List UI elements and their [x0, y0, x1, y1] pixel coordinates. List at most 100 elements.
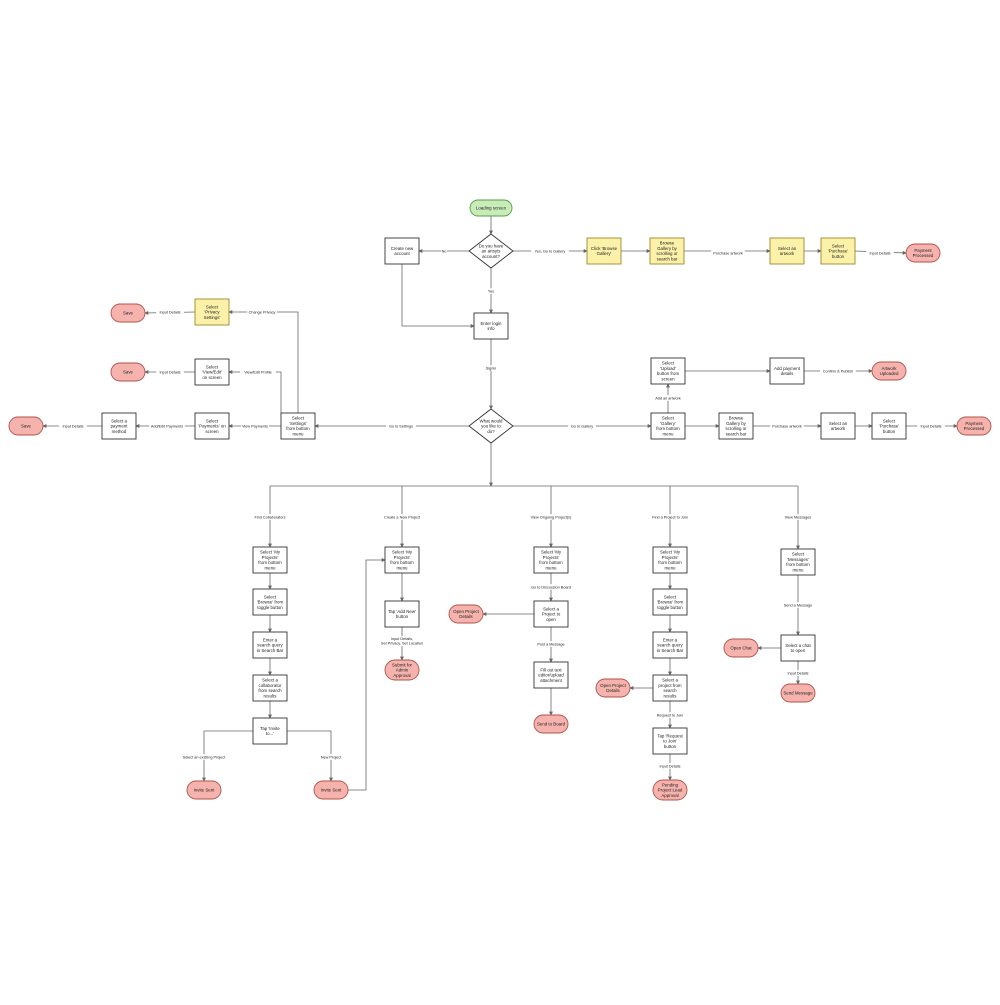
node-view-edit[interactable]: Select'View/Edit'on screen	[194, 358, 230, 386]
start-shape	[469, 199, 513, 217]
end-shape	[723, 638, 759, 658]
process-shape	[652, 546, 688, 574]
edge-label-signin: Signin	[484, 365, 498, 371]
edge-label-go-discussion: Go to Discussion Board	[528, 584, 574, 590]
end-shape	[956, 416, 992, 436]
node-fc-invite-sent-a[interactable]: Invite Sent	[186, 780, 222, 800]
node-fc-invite-sent-b[interactable]: Invite Sent	[313, 780, 349, 800]
edge-label-view-messages: View Messages	[784, 514, 812, 520]
edge-label-bg	[484, 365, 498, 371]
edge-label-text: Find a Project to Join	[652, 515, 688, 519]
end-shape	[110, 303, 146, 323]
node-save-profile[interactable]: Save	[110, 362, 146, 382]
node-vm-open-chat[interactable]: Open Chat	[723, 638, 759, 658]
edge-fc-invite-a	[202, 730, 253, 782]
node-save-privacy[interactable]: Save	[110, 303, 146, 323]
edge-label-request-join: Request to Join	[654, 712, 686, 718]
edge-label-text: Purchase artwork	[713, 251, 743, 255]
edge-invite-b-cp	[348, 558, 386, 791]
process-shape	[194, 298, 230, 326]
edge-label-text: Yes	[488, 289, 494, 293]
edge-label-text: View Payments	[242, 424, 268, 428]
process-shape	[252, 631, 288, 659]
edge-label-input-details-fp: Input Details	[656, 763, 684, 769]
node-label: Open Chat	[730, 646, 752, 651]
edge-label-bg	[711, 250, 745, 256]
edge-label-bg	[177, 754, 231, 760]
node-save-payment[interactable]: Save	[8, 416, 44, 436]
process-shape	[384, 600, 420, 628]
node-loading[interactable]: Loading screen	[469, 199, 513, 217]
edge-label-change-privacy: Change Privacy	[247, 309, 277, 315]
process-shape	[473, 312, 509, 340]
node-purchase-top[interactable]: Select'Purchase'button	[820, 237, 856, 265]
edge-label-bg	[656, 763, 684, 769]
edge-label-text: Input Details	[159, 370, 180, 374]
node-vm-send[interactable]: Send Message	[780, 683, 816, 703]
process-shape	[252, 546, 288, 574]
node-vo-send[interactable]: Send to Board	[533, 714, 569, 734]
edge-label-text: Input Details	[159, 310, 180, 314]
node-cp-add[interactable]: Tap 'Add New'button	[384, 600, 420, 628]
edge-label-bg	[568, 423, 596, 429]
edge-label-bg	[156, 309, 184, 315]
edge-label-text: Signin	[486, 366, 497, 370]
edge-label-no: No	[441, 248, 447, 254]
edge-label-go-gallery: Go to Gallery	[568, 423, 596, 429]
node-label: Save	[21, 424, 32, 429]
edge-label-text: Select an existing Project	[183, 755, 227, 759]
edge-label-view-ongoing: View Ongoing Project(s)	[527, 514, 575, 520]
edge-label-text: Post a Message	[537, 642, 564, 646]
node-purchase-mid[interactable]: Select'Purchase'button	[871, 412, 907, 440]
